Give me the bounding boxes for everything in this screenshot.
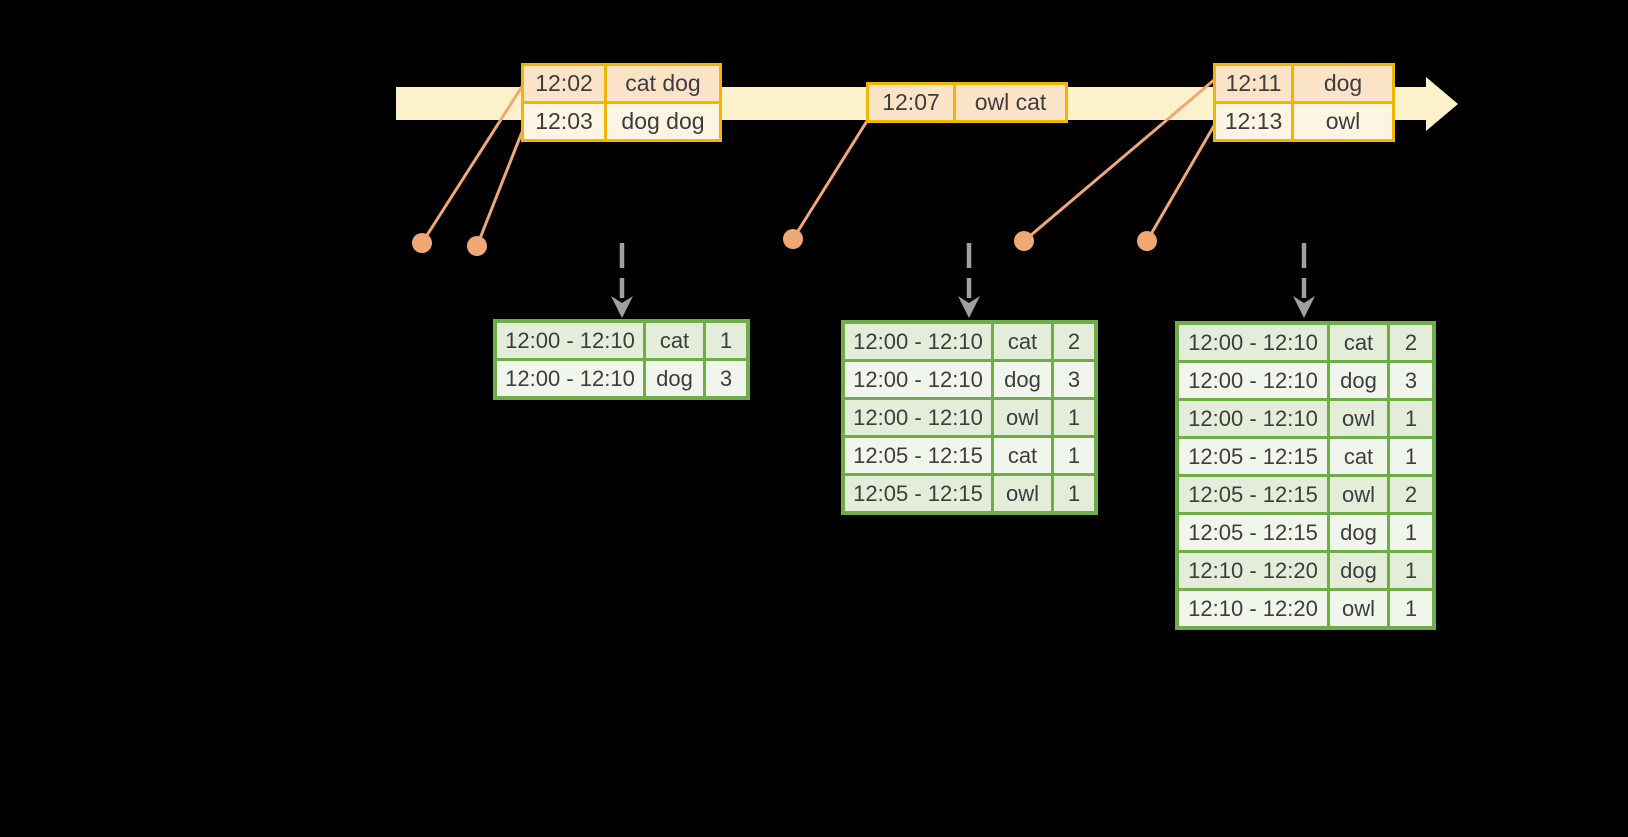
word-cell: owl — [994, 400, 1051, 435]
timeline-arrow-head — [1426, 77, 1458, 131]
word-cell: cat — [1330, 439, 1387, 474]
window-cell: 12:10 - 12:20 — [1179, 553, 1327, 588]
event-words-cell: owl cat — [956, 85, 1065, 120]
count-cell: 2 — [1390, 325, 1432, 360]
word-cell: owl — [994, 476, 1051, 511]
word-cell: dog — [994, 362, 1051, 397]
event-marker-dot — [412, 233, 432, 253]
word-cell: dog — [646, 361, 703, 396]
count-cell: 2 — [1054, 324, 1094, 359]
count-cell: 1 — [1390, 591, 1432, 626]
count-cell: 1 — [1054, 438, 1094, 473]
count-cell: 1 — [1390, 401, 1432, 436]
event-markers — [412, 229, 1157, 256]
window-cell: 12:05 - 12:15 — [845, 476, 991, 511]
window-cell: 12:00 - 12:10 — [1179, 401, 1327, 436]
window-cell: 12:05 - 12:15 — [845, 438, 991, 473]
event-words-cell: dog dog — [607, 104, 719, 139]
trigger-arrow-head — [1293, 296, 1315, 318]
word-cell: cat — [994, 324, 1051, 359]
event-leader-line — [475, 125, 526, 248]
event-leader-line — [791, 119, 869, 241]
window-cell: 12:00 - 12:10 — [845, 324, 991, 359]
count-cell: 1 — [1390, 439, 1432, 474]
event-marker-dot — [467, 236, 487, 256]
event-leader-line — [1145, 122, 1217, 243]
count-cell: 3 — [1390, 363, 1432, 398]
window-cell: 12:00 - 12:10 — [1179, 325, 1327, 360]
count-cell: 3 — [706, 361, 746, 396]
event-time-cell: 12:11 — [1216, 66, 1291, 101]
event-marker-dot — [1137, 231, 1157, 251]
window-cell: 12:00 - 12:10 — [845, 362, 991, 397]
event-leader-line — [1022, 78, 1216, 243]
count-cell: 1 — [1054, 476, 1094, 511]
trigger-arrows — [611, 243, 1315, 318]
word-cell: cat — [1330, 325, 1387, 360]
window-cell: 12:10 - 12:20 — [1179, 591, 1327, 626]
window-cell: 12:05 - 12:15 — [1179, 515, 1327, 550]
window-cell: 12:00 - 12:10 — [845, 400, 991, 435]
word-cell: dog — [1330, 515, 1387, 550]
window-cell: 12:00 - 12:10 — [497, 323, 643, 358]
word-cell: dog — [1330, 363, 1387, 398]
event-words-cell: cat dog — [607, 66, 719, 101]
window-cell: 12:00 - 12:10 — [497, 361, 643, 396]
event-time-cell: 12:02 — [524, 66, 604, 101]
event-leader-line — [420, 83, 525, 245]
event-marker-dot — [783, 229, 803, 249]
word-cell: dog — [1330, 553, 1387, 588]
event-words-cell: dog — [1294, 66, 1392, 101]
count-cell: 1 — [1054, 400, 1094, 435]
event-words-cell: owl — [1294, 104, 1392, 139]
event-marker-dot — [1014, 231, 1034, 251]
word-cell: cat — [646, 323, 703, 358]
word-cell: owl — [1330, 591, 1387, 626]
word-cell: owl — [1330, 477, 1387, 512]
count-cell: 1 — [706, 323, 746, 358]
window-cell: 12:05 - 12:15 — [1179, 439, 1327, 474]
trigger-arrow-head — [611, 296, 633, 318]
event-time-cell: 12:07 — [869, 85, 953, 120]
window-cell: 12:05 - 12:15 — [1179, 477, 1327, 512]
event-leader-lines — [420, 78, 1217, 248]
event-time-cell: 12:03 — [524, 104, 604, 139]
count-cell: 1 — [1390, 515, 1432, 550]
word-cell: cat — [994, 438, 1051, 473]
trigger-arrow-head — [958, 296, 980, 318]
window-cell: 12:00 - 12:10 — [1179, 363, 1327, 398]
count-cell: 2 — [1390, 477, 1432, 512]
count-cell: 1 — [1390, 553, 1432, 588]
word-cell: owl — [1330, 401, 1387, 436]
event-time-cell: 12:13 — [1216, 104, 1291, 139]
count-cell: 3 — [1054, 362, 1094, 397]
